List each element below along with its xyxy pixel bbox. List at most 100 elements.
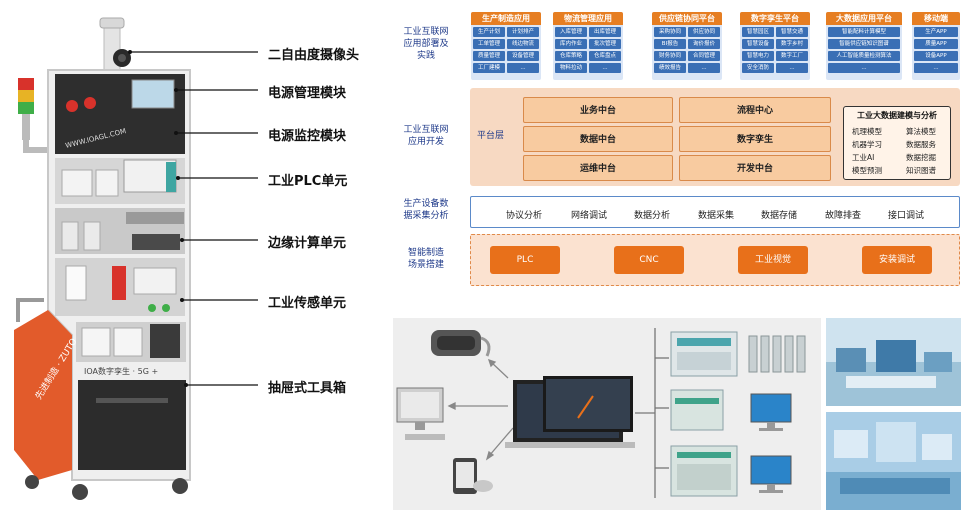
data-item: 协议分析: [506, 211, 543, 221]
platform-box: 开发中台: [679, 155, 831, 181]
bigdata-item: 数据挖掘: [906, 153, 936, 162]
app-column: 大数据应用平台 智能配料计算模型 智能供应链知识图谱 人工智能质量检测算法 ..…: [826, 12, 902, 80]
training-cabinet-illustration: 先进制造 · ZUTO WWW.IOAGL.COM IOA数字孪生 · 5G +: [14, 17, 258, 500]
layer-label-platform: 工业互联网 应用开发: [403, 125, 449, 147]
tablet-icon: [453, 458, 493, 494]
app-item: 数字乡村: [776, 39, 808, 49]
factory-photo-top: [826, 318, 961, 406]
callout-edge-compute: 边缘计算单元: [268, 236, 347, 251]
data-item: 接口调试: [888, 211, 925, 221]
platform-layer-label: 平台层: [477, 131, 505, 141]
callout-drawer: 抽屉式工具箱: [268, 381, 347, 396]
edge-compute-icon: [132, 234, 180, 250]
callout-power-management: 电源管理模块: [268, 86, 347, 101]
callout-plc: 工业PLC单元: [268, 174, 348, 189]
app-item: 采购协同: [654, 27, 686, 37]
bigdata-item: 算法模型: [906, 127, 936, 136]
app-column-title: 数字孪生平台: [740, 12, 810, 25]
layer-label-app: 工业互联网 应用部署及 实践: [403, 27, 449, 61]
app-item: ...: [589, 63, 621, 73]
callout-power-monitor: 电源监控模块: [268, 129, 347, 144]
layer-label-data: 生产设备数 据采集分析: [403, 199, 449, 221]
app-item: ...: [776, 63, 808, 73]
io-module-icon: [748, 335, 806, 373]
drawer: [78, 380, 186, 470]
app-item: 物料拉动: [555, 63, 587, 73]
platform-box: 流程中心: [679, 97, 831, 123]
bigdata-modeling-box: 工业大数据建模与分析 机理模型 算法模型 机器学习 数据服务 工业AI 数据挖掘…: [843, 106, 951, 180]
app-item: 人工智能质量检测算法: [828, 51, 900, 61]
app-item: 财务协同: [654, 51, 686, 61]
app-item: 库内作业: [555, 39, 587, 49]
app-item: 工单管理: [473, 39, 505, 49]
app-item: 批次管理: [589, 39, 621, 49]
app-column: 物流管理应用 入库管理 出库管理 库内作业 批次管理 仓库策略 仓库盘点 物料拉…: [553, 12, 623, 80]
app-item: 仓库策略: [555, 51, 587, 61]
plc-module-icon: [670, 389, 724, 431]
platform-box: 业务中台: [523, 97, 673, 123]
data-item: 数据采集: [698, 211, 735, 221]
app-item: ...: [507, 63, 539, 73]
desktop-monitor-icon: [396, 387, 445, 440]
app-item: 智能供应链知识图谱: [828, 39, 900, 49]
app-item: 设备APP: [914, 51, 958, 61]
app-item: 智慧交通: [776, 27, 808, 37]
app-item: 绩效报告: [654, 63, 686, 73]
app-item: BI报告: [654, 39, 686, 49]
app-column: 生产制造应用 生产计划 计划排产 工单管理 线边物流 质量管理 设备管理 工厂建…: [471, 12, 541, 80]
app-item: 入库管理: [555, 27, 587, 37]
data-item: 故障排查: [825, 211, 862, 221]
app-item: 质量APP: [914, 39, 958, 49]
data-item: 网络调试: [571, 211, 608, 221]
app-item: 工厂建模: [473, 63, 505, 73]
app-item: ...: [914, 63, 958, 73]
network-topology-diagram: [393, 318, 821, 510]
platform-box: 数据中台: [523, 126, 673, 152]
data-layer-panel: [470, 196, 960, 228]
hmi-monitor-icon: [750, 455, 792, 493]
hmi-monitor-icon: [750, 393, 792, 431]
bigdata-item: 工业AI: [852, 153, 875, 162]
app-item: 合同管理: [688, 51, 720, 61]
app-item: ...: [828, 63, 900, 73]
app-item: 智慧电力: [742, 51, 774, 61]
cabinet-caption: IOA数字孪生 · 5G +: [84, 366, 158, 376]
app-item: 安全消防: [742, 63, 774, 73]
factory-photo-bottom: [826, 412, 961, 510]
data-item: 数据分析: [634, 211, 671, 221]
app-column-title: 移动端: [912, 12, 960, 25]
app-item: 生产计划: [473, 27, 505, 37]
sensor-icon: [148, 304, 156, 312]
callout-camera: 二自由度摄像头: [268, 48, 360, 63]
scene-item: 工业视觉: [738, 246, 808, 274]
laptop-icon: [505, 376, 635, 448]
bigdata-item: 知识图谱: [906, 166, 936, 175]
scene-item: PLC: [490, 246, 560, 274]
app-column: 移动端 生产APP 质量APP 设备APP ...: [912, 12, 960, 80]
plc-module-icon: [670, 445, 738, 497]
app-item: 智能配料计算模型: [828, 27, 900, 37]
app-item: ...: [688, 63, 720, 73]
app-column: 数字孪生平台 智慧园区 智慧交通 智慧设备 数字乡村 智慧电力 数字工厂 安全消…: [740, 12, 810, 80]
scene-item: CNC: [614, 246, 684, 274]
platform-box: 运维中台: [523, 155, 673, 181]
app-column: 供应链协同平台 采购协同 供应协同 BI报告 询价报价 财务协同 合同管理 绩效…: [652, 12, 722, 80]
app-item: 智慧设备: [742, 39, 774, 49]
bigdata-title: 工业大数据建模与分析: [857, 111, 937, 120]
app-item: 生产APP: [914, 27, 958, 37]
app-column-title: 生产制造应用: [471, 12, 541, 25]
app-item: 计划排产: [507, 27, 539, 37]
vr-headset-icon: [431, 330, 491, 357]
app-item: 线边物流: [507, 39, 539, 49]
bigdata-item: 机理模型: [852, 127, 882, 136]
app-item: 数字工厂: [776, 51, 808, 61]
platform-box: 数字孪生: [679, 126, 831, 152]
layer-label-scene: 智能制造 场景搭建: [407, 248, 444, 270]
app-column-title: 物流管理应用: [553, 12, 623, 25]
callout-sensor: 工业传感单元: [268, 296, 347, 311]
app-item: 智慧园区: [742, 27, 774, 37]
bigdata-item: 机器学习: [852, 140, 882, 149]
app-item: 供应协同: [688, 27, 720, 37]
data-item: 数据存储: [761, 211, 798, 221]
app-column-title: 供应链协同平台: [652, 12, 722, 25]
